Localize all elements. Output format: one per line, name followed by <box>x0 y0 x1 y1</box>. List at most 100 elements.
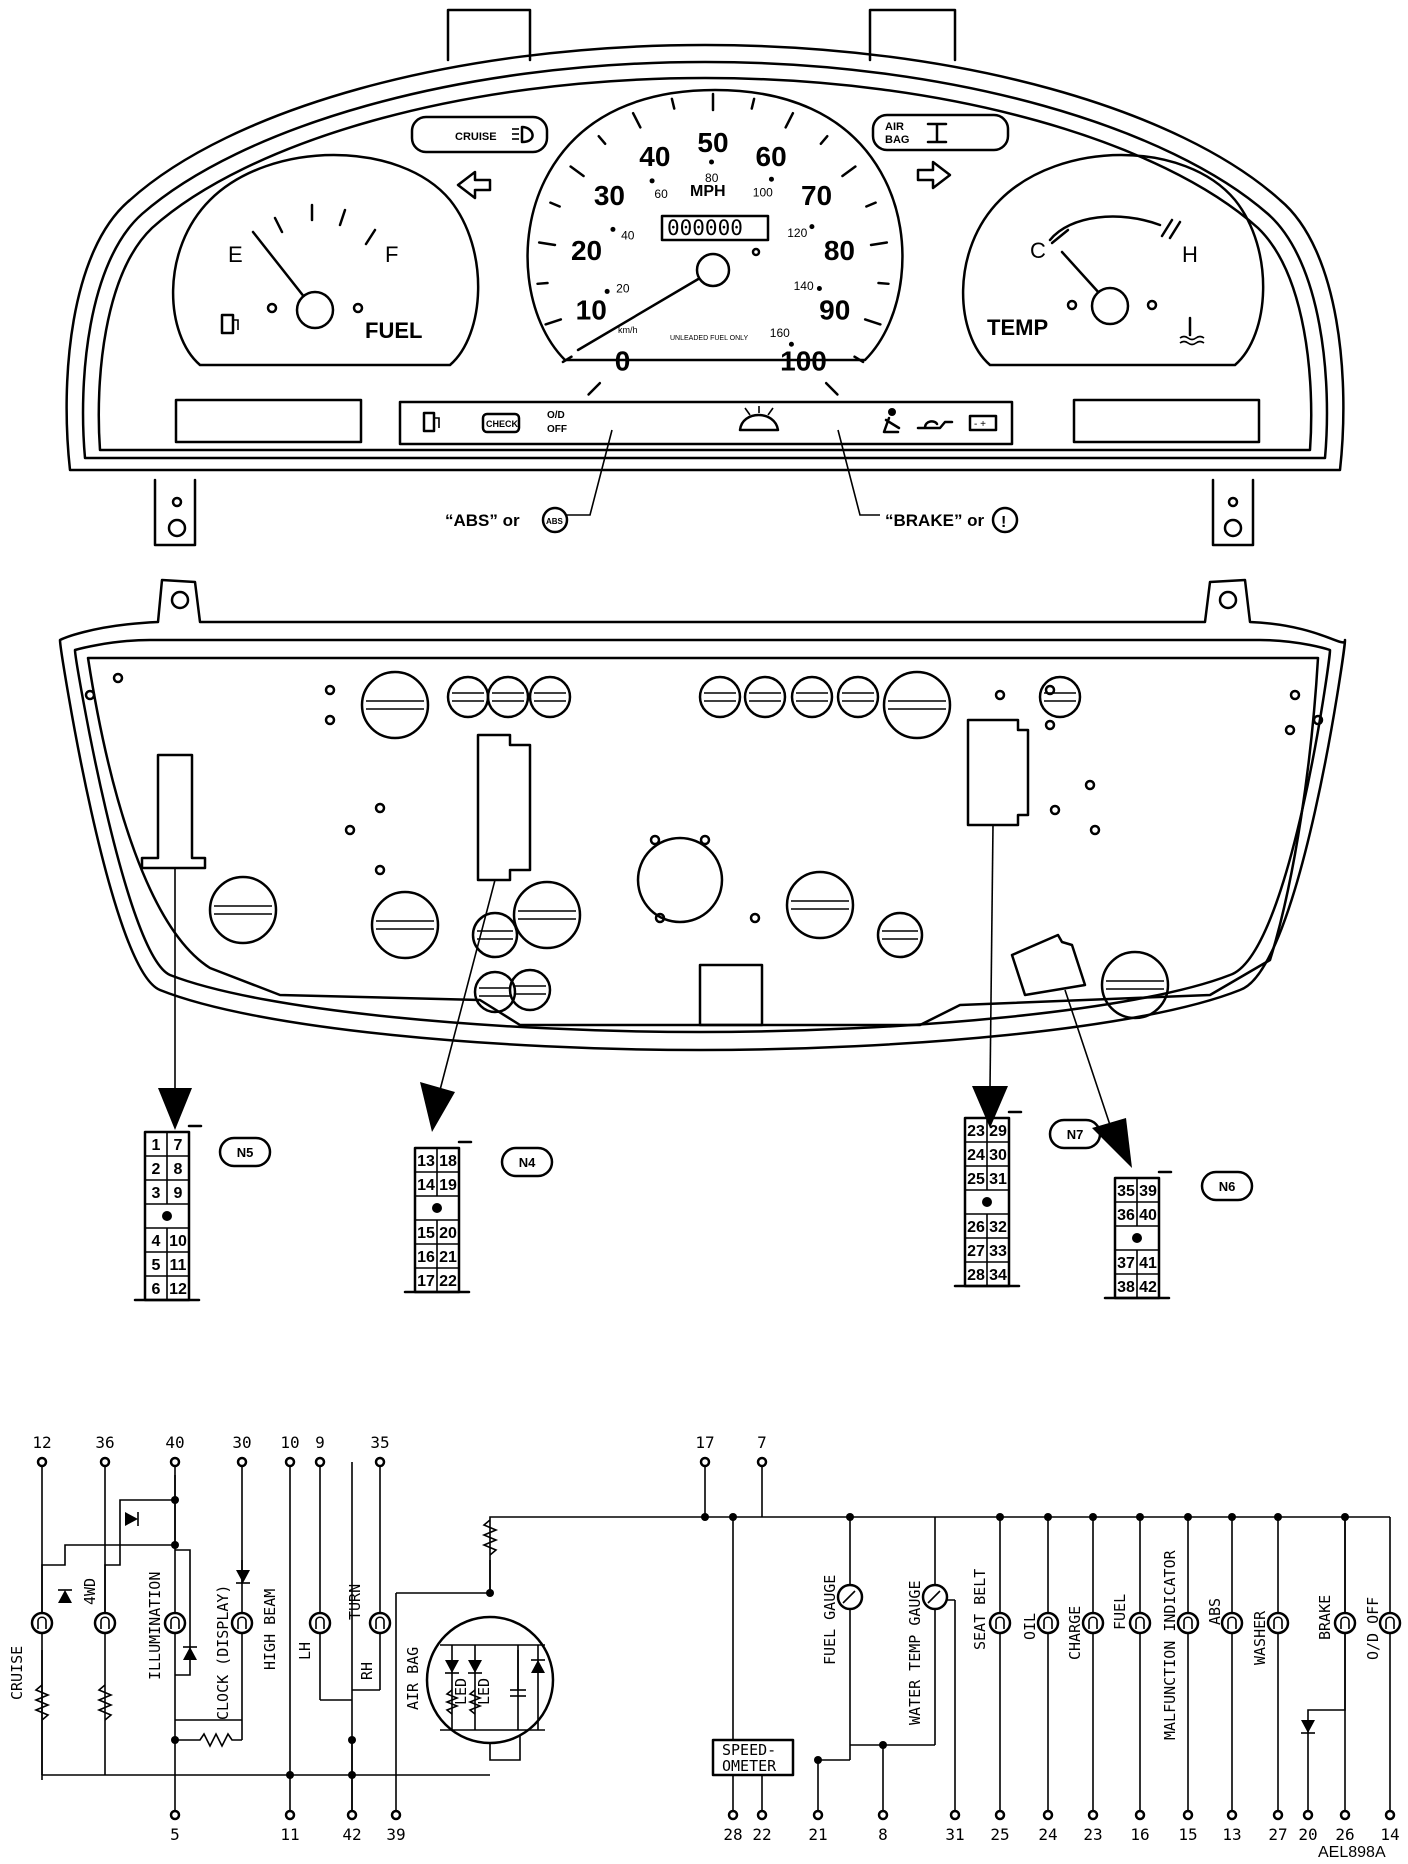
center-hole <box>636 836 724 924</box>
back-housing-outline <box>58 578 1347 1052</box>
connector-pin: 17 <box>417 1273 435 1290</box>
screw-hole <box>1289 689 1301 701</box>
pin-terminal <box>1182 1809 1194 1821</box>
speed-needle-hub <box>695 252 731 288</box>
fuel-empty-label: E <box>228 242 243 267</box>
battery-charge-icon: - + <box>968 414 998 432</box>
kmh-dot <box>788 341 794 347</box>
pin-terminal <box>994 1809 1006 1821</box>
connector-pin: 12 <box>169 1281 187 1298</box>
fuel-needle-hub <box>295 290 335 330</box>
connector-id: N5 <box>237 1145 254 1160</box>
screw-hole <box>749 912 761 924</box>
connector-pin: 9 <box>174 1185 183 1202</box>
speedometer-box-label: SPEED-OMETER <box>722 1741 777 1775</box>
water-temp-gauge-symbol <box>921 1583 949 1611</box>
kmh-label: 40 <box>621 228 635 242</box>
pin-terminal <box>99 1456 111 1468</box>
mount-tab-bottom-left <box>153 478 197 547</box>
lamp-filament <box>170 1616 180 1629</box>
bottom-pin-number: 24 <box>1038 1825 1057 1844</box>
temp-gauge: C H TEMP <box>961 153 1265 367</box>
seat-belt-icon <box>882 408 901 434</box>
kmh-label: 20 <box>616 281 630 295</box>
connector-id-badge <box>1048 1118 1102 1150</box>
washer-icon <box>738 406 780 432</box>
wire-label-oil: OIL <box>1021 1613 1039 1640</box>
screw-hole <box>994 689 1006 701</box>
wire-junction <box>996 1513 1004 1521</box>
indicator-lamp <box>1081 1611 1105 1635</box>
wire-label-lh: LH <box>296 1642 314 1660</box>
pin-terminal <box>812 1809 824 1821</box>
wire-junction <box>171 1541 179 1549</box>
abs-warning-icon: ABS <box>541 506 569 534</box>
svg-text:- +: - + <box>974 419 986 430</box>
wire-label-malfunction-indicator: MALFUNCTION INDICATOR <box>1161 1549 1179 1740</box>
bulb-socket <box>1100 950 1170 1020</box>
wire-junction <box>1274 1513 1282 1521</box>
fuel-gauge-label: FUEL <box>365 318 422 343</box>
screw-hole <box>374 864 386 876</box>
bulb-socket <box>790 675 834 719</box>
connector-pin: 41 <box>1139 1255 1157 1272</box>
bulb-socket <box>528 675 572 719</box>
wire-label-brake: BRAKE <box>1316 1595 1334 1640</box>
pin-terminal <box>390 1809 402 1821</box>
wire-label-rh: RH <box>358 1662 376 1680</box>
lamp-filament <box>100 1616 110 1629</box>
socket-N4 <box>476 733 532 882</box>
bulb-socket <box>876 911 924 959</box>
pin-terminal <box>169 1456 181 1468</box>
bottom-pin-number: 27 <box>1268 1825 1287 1844</box>
temp-hot-label: H <box>1182 242 1198 267</box>
bulb-socket <box>743 675 787 719</box>
connector-arrows <box>158 824 1132 1168</box>
top-pin-number: 40 <box>165 1433 184 1452</box>
wire-label-washer: WASHER <box>1251 1610 1269 1665</box>
bottom-pin-number: 39 <box>386 1825 405 1844</box>
screw-hole <box>1084 779 1096 791</box>
fuel-tick <box>273 216 284 234</box>
mph-major-tick <box>569 165 585 178</box>
pin-terminal <box>699 1456 711 1468</box>
pin-terminal <box>1087 1809 1099 1821</box>
mph-minor-tick <box>670 97 676 110</box>
lamp-filament <box>1043 1616 1053 1629</box>
headlamp-icon <box>512 125 534 144</box>
mph-major-tick <box>784 111 795 129</box>
connector-id-badge <box>218 1136 272 1168</box>
connector-pin: 15 <box>417 1225 435 1242</box>
connector-pin: 23 <box>967 1123 985 1140</box>
connector-pin: 18 <box>439 1153 457 1170</box>
kmh-dot <box>809 224 815 230</box>
bottom-pin-number: 15 <box>1178 1825 1197 1844</box>
pin-terminal <box>727 1809 739 1821</box>
connector-key-dot <box>1132 1233 1142 1243</box>
lamp-filament <box>375 1616 385 1629</box>
connector-pin: 29 <box>989 1123 1007 1140</box>
lamp-filament <box>1340 1616 1350 1629</box>
speed-unit-label: MPH <box>690 183 726 200</box>
screw-hole <box>374 802 386 814</box>
connector-pin: 30 <box>989 1147 1007 1164</box>
pin-terminal <box>1042 1809 1054 1821</box>
fuel-gauge: E F FUEL <box>171 153 480 367</box>
indicator-lamp <box>30 1611 54 1635</box>
connector-pin: 1 <box>152 1137 161 1154</box>
cluster-back <box>58 578 1347 1168</box>
wire-junction <box>879 1741 887 1749</box>
connector-pin: 36 <box>1117 1207 1135 1224</box>
kmh-dot <box>610 226 616 232</box>
top-pin-number: 35 <box>370 1433 389 1452</box>
lamp-filament <box>1385 1616 1395 1629</box>
pin-terminal <box>877 1809 889 1821</box>
top-pin-number: 36 <box>95 1433 114 1452</box>
wire-label-charge: CHARGE <box>1066 1606 1084 1660</box>
wire-label-fuel: FUEL <box>1111 1594 1129 1630</box>
screw-hole <box>1049 804 1061 816</box>
kmh-label: 100 <box>753 186 773 200</box>
wire-junction <box>1089 1513 1097 1521</box>
